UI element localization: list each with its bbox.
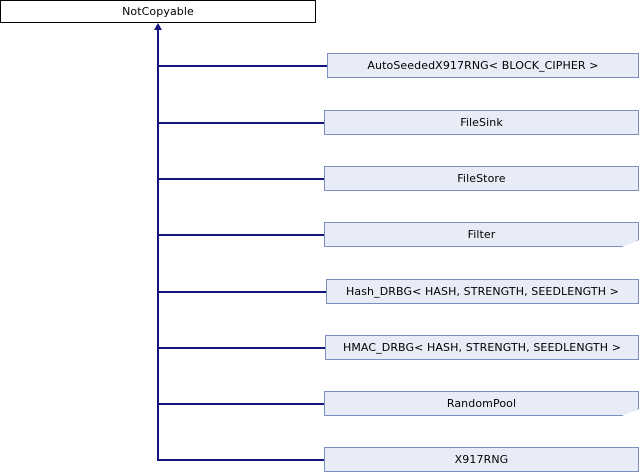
edge-connector-4 <box>157 234 325 236</box>
edge-trunk-vertical <box>157 29 159 460</box>
class-node-hmac-drbg[interactable]: HMAC_DRBG< HASH, STRENGTH, SEEDLENGTH > <box>325 335 639 360</box>
edge-connector-1 <box>157 65 327 67</box>
edge-connector-2 <box>157 122 325 124</box>
edge-connector-6 <box>157 347 326 349</box>
class-node-label: FileSink <box>460 116 503 129</box>
class-node-label: RandomPool <box>446 397 517 410</box>
class-node-label: X917RNG <box>454 453 509 466</box>
class-node-filestore[interactable]: FileStore <box>324 166 639 191</box>
class-node-label: HMAC_DRBG< HASH, STRENGTH, SEEDLENGTH > <box>342 341 622 354</box>
truncation-corner-icon <box>628 239 639 247</box>
edge-connector-8 <box>157 459 325 461</box>
class-node-x917rng[interactable]: X917RNG <box>324 447 639 472</box>
class-node-filesink[interactable]: FileSink <box>324 110 639 135</box>
edge-connector-5 <box>157 291 327 293</box>
class-node-label: Filter <box>467 228 496 241</box>
truncation-corner-icon <box>628 408 639 416</box>
class-node-label: AutoSeededX917RNG< BLOCK_CIPHER > <box>367 59 599 72</box>
class-node-label: NotCopyable <box>122 5 194 18</box>
class-node-notcopyable[interactable]: NotCopyable <box>0 0 316 23</box>
inheritance-arrowhead-icon <box>154 23 162 30</box>
class-node-hash-drbg[interactable]: Hash_DRBG< HASH, STRENGTH, SEEDLENGTH > <box>326 279 639 304</box>
class-node-label: FileStore <box>457 172 506 185</box>
class-node-randompool[interactable]: RandomPool <box>324 391 639 416</box>
class-node-filter[interactable]: Filter <box>324 222 639 247</box>
class-node-label: Hash_DRBG< HASH, STRENGTH, SEEDLENGTH > <box>346 285 619 298</box>
edge-connector-7 <box>157 403 325 405</box>
edge-connector-3 <box>157 178 325 180</box>
class-node-autoseededx917rng[interactable]: AutoSeededX917RNG< BLOCK_CIPHER > <box>327 53 639 78</box>
